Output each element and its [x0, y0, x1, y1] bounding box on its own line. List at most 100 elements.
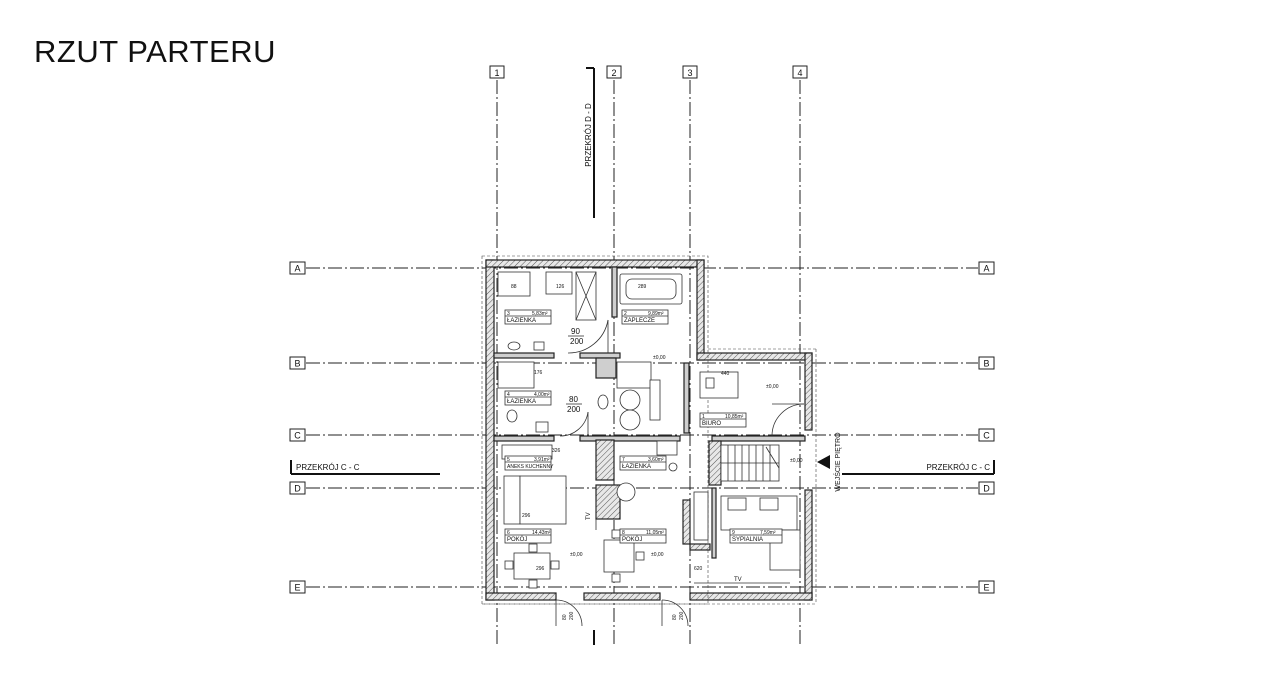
dimension-texts: 126 289 440 296 296 620 176 326 88 [511, 284, 730, 572]
door-mark-4: 80 200 [672, 611, 685, 620]
room-label-lazienka-4: 4 4,00m² ŁAZIENKA [504, 390, 552, 406]
svg-text:4: 4 [797, 68, 802, 78]
svg-text:A: A [983, 264, 989, 274]
svg-text:4,00m²: 4,00m² [534, 392, 550, 398]
axis-label-b-left: B [289, 356, 306, 370]
door-mark-2: 80 200 [566, 395, 582, 414]
insulation-lines [481, 255, 817, 605]
svg-text:SYPIALNIA: SYPIALNIA [732, 537, 763, 543]
svg-text:POKÓJ: POKÓJ [507, 536, 527, 543]
svg-text:ŁAZIENKA: ŁAZIENKA [507, 318, 536, 324]
svg-text:±0,00: ±0,00 [790, 458, 803, 464]
svg-text:B: B [983, 359, 989, 369]
room-label-zaplecze: 2 9,89m² ZAPLECZE [621, 309, 669, 325]
axis-label-a-left: A [289, 261, 306, 275]
room-label-lazienka-7: 7 3,60m² ŁAZIENKA [619, 455, 667, 471]
svg-text:326: 326 [552, 448, 561, 454]
room-label-pokoj-6: 6 14,43m² POKÓJ [504, 528, 552, 544]
svg-text:3,60m²: 3,60m² [648, 457, 664, 463]
page-title: RZUT PARTERU [34, 34, 276, 69]
svg-text:10,85m²: 10,85m² [725, 414, 744, 420]
axis-label-c-right: C [978, 428, 995, 442]
door-mark-1: 90 200 [568, 327, 584, 346]
svg-text:126: 126 [556, 284, 565, 290]
svg-text:200: 200 [567, 405, 581, 414]
axis-label-e-left: E [289, 580, 306, 594]
svg-text:80: 80 [672, 614, 678, 620]
svg-text:C: C [294, 431, 301, 441]
axis-label-d-left: D [289, 481, 306, 495]
level-marks: ±0,00 ±0,00 ±0,00 ±0,00 ±0,00 [570, 355, 803, 558]
svg-text:±0,00: ±0,00 [570, 552, 583, 558]
svg-text:7: 7 [622, 457, 625, 463]
svg-text:POKÓJ: POKÓJ [622, 536, 642, 543]
svg-text:11,05m²: 11,05m² [646, 530, 664, 536]
axis-label-3: 3 [682, 65, 698, 79]
svg-text:14,43m²: 14,43m² [532, 530, 551, 536]
door-mark-3: 80 200 [562, 611, 575, 620]
svg-text:8: 8 [622, 530, 625, 536]
svg-text:D: D [294, 484, 301, 494]
interior-walls [493, 266, 806, 559]
axis-label-4: 4 [792, 65, 808, 79]
svg-text:TV: TV [734, 577, 742, 583]
svg-text:7,59m²: 7,59m² [760, 530, 776, 536]
svg-text:ŁAZIENKA: ŁAZIENKA [622, 464, 651, 470]
svg-text:296: 296 [522, 513, 531, 519]
svg-text:2: 2 [611, 68, 616, 78]
staircase [720, 444, 780, 482]
fixtures [497, 271, 801, 589]
svg-text:D: D [983, 484, 990, 494]
svg-text:80: 80 [569, 395, 578, 404]
svg-text:ŁAZIENKA: ŁAZIENKA [507, 399, 536, 405]
room-label-pokoj-8: 8 11,05m² POKÓJ [619, 528, 667, 544]
svg-text:PRZEKRÓJ C - C: PRZEKRÓJ C - C [926, 463, 990, 472]
svg-text:2: 2 [624, 311, 627, 317]
svg-text:ANEKS KUCHENNY: ANEKS KUCHENNY [507, 464, 554, 470]
svg-text:PRZEKRÓJ D - D: PRZEKRÓJ D - D [584, 103, 593, 167]
svg-text:9: 9 [732, 530, 735, 536]
svg-text:WEJŚCIE PIĘTRO: WEJŚCIE PIĘTRO [833, 432, 842, 492]
svg-text:A: A [294, 264, 300, 274]
room-label-biuro: 1 10,85m² BIURO [699, 412, 747, 428]
svg-text:BIURO: BIURO [702, 421, 721, 427]
section-dd-marker: PRZEKRÓJ D - D [584, 67, 595, 645]
svg-text:3: 3 [507, 311, 510, 317]
svg-text:9,89m²: 9,89m² [648, 311, 664, 317]
svg-text:1: 1 [702, 414, 705, 420]
svg-text:440: 440 [721, 371, 730, 377]
axis-label-2: 2 [606, 65, 622, 79]
svg-text:±0,00: ±0,00 [651, 552, 664, 558]
svg-text:88: 88 [511, 284, 517, 290]
svg-text:5: 5 [507, 457, 510, 463]
svg-text:80: 80 [562, 614, 568, 620]
room-label-sypialnia: 9 7,59m² SYPIALNIA [729, 528, 783, 544]
svg-text:±0,00: ±0,00 [766, 384, 779, 390]
svg-text:E: E [294, 583, 300, 593]
axis-label-d-right: D [978, 481, 995, 495]
entrance-marker: WEJŚCIE PIĘTRO [817, 432, 842, 492]
svg-text:3: 3 [687, 68, 692, 78]
svg-text:E: E [983, 583, 989, 593]
svg-text:5,83m²: 5,83m² [532, 311, 548, 317]
room-label-aneks: 5 3,91m² ANEKS KUCHENNY [504, 455, 554, 471]
doors [555, 319, 805, 627]
svg-text:1: 1 [494, 68, 499, 78]
svg-text:200: 200 [569, 611, 575, 620]
svg-text:200: 200 [679, 611, 685, 620]
svg-text:C: C [983, 431, 990, 441]
svg-text:±0,00: ±0,00 [653, 355, 666, 361]
svg-text:6: 6 [507, 530, 510, 536]
svg-text:289: 289 [638, 284, 647, 290]
axis-label-a-right: A [978, 261, 995, 275]
svg-text:620: 620 [694, 566, 703, 572]
svg-text:90: 90 [571, 327, 580, 336]
svg-text:ZAPLECZE: ZAPLECZE [624, 318, 655, 324]
outer-walls [485, 259, 813, 601]
svg-text:176: 176 [534, 370, 543, 376]
axis-label-e-right: E [978, 580, 995, 594]
svg-text:TV: TV [586, 512, 592, 520]
axis-label-1: 1 [489, 65, 505, 79]
room-label-lazienka-3: 3 5,83m² ŁAZIENKA [504, 309, 552, 325]
